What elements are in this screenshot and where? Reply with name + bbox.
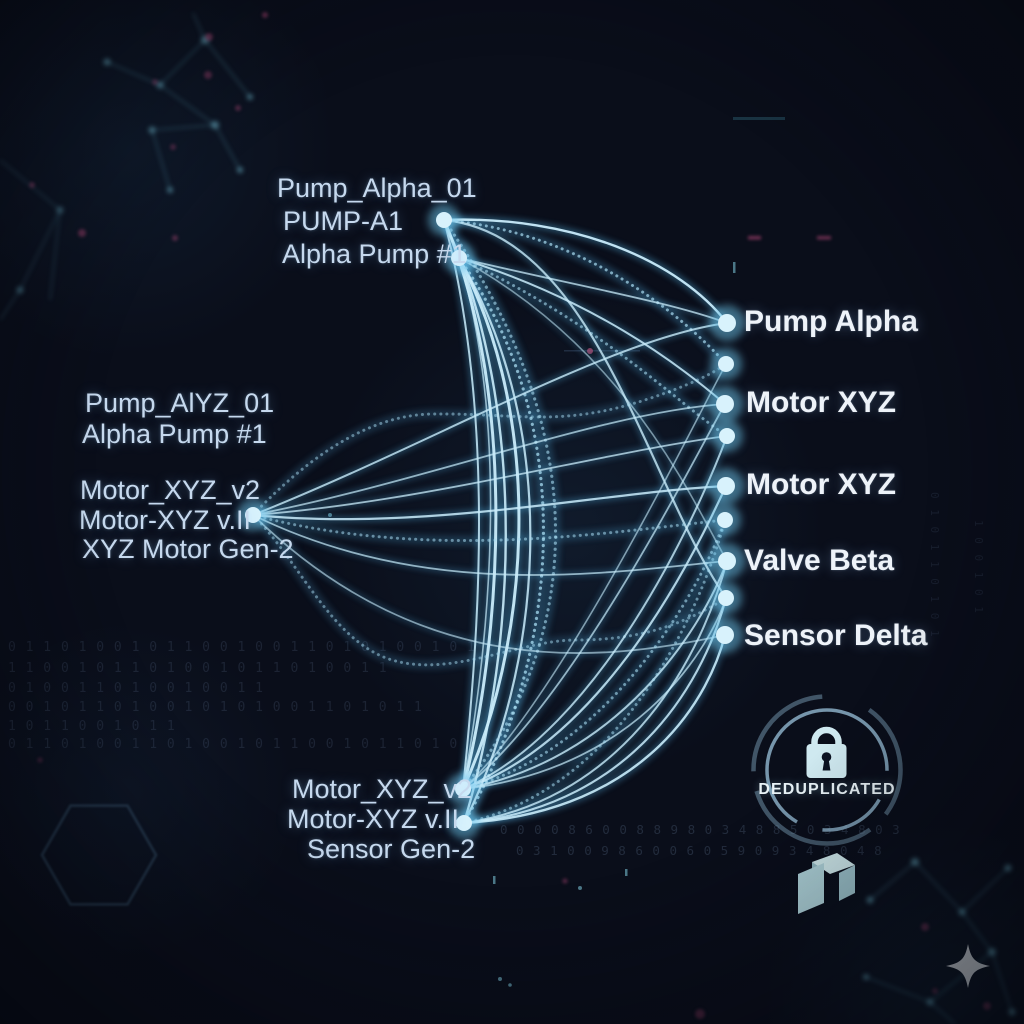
graph-node-R2 [718,356,734,372]
lock-icon [806,726,847,778]
source-label: Motor_XYZ_v2 [80,475,261,505]
source-label: Alpha Pump #1 [282,239,467,269]
source-label: Motor-XYZ v.II [287,804,460,834]
graph-node-R1 [718,314,736,332]
canonical-label: Sensor Delta [744,619,928,652]
source-label: Alpha Pump #1 [82,419,267,449]
source-label: Sensor Gen-2 [307,834,476,864]
canonical-label: Pump Alpha [744,305,918,338]
constellation-bottom-right [862,857,1016,1024]
graph-node-R3 [716,395,734,413]
hexagon-outline [40,804,158,906]
constellation-top-left [103,12,254,194]
source-cluster-motor-mid: Motor_XYZ_v2 Motor-XYZ v.II XYZ Motor Ge… [79,475,294,565]
graph-node-R7 [718,552,736,570]
graph-node-R9 [716,626,734,644]
source-label: Pump_Alpha_01 [277,173,477,203]
graph-node-R6 [717,512,733,528]
source-label: Motor_XYZ_v2 [292,774,473,804]
graph-node-R4 [719,428,735,444]
canonical-label: Motor XYZ [746,468,896,501]
canonical-label: Motor XYZ [746,386,896,419]
graph-node-R5 [717,477,735,495]
dedup-badge [751,694,903,846]
source-label: Pump_AlYZ_01 [85,388,275,418]
graph-node-R8 [718,590,734,606]
source-cluster-motor-bottom: Motor_XYZ_v2 Motor-XYZ v.II Sensor Gen-2 [287,774,475,864]
canonical-label: Valve Beta [744,544,895,577]
source-label: Motor-XYZ v.II [79,504,252,535]
source-label: XYZ Motor Gen-2 [82,534,294,564]
badge-label: DEDUPLICATED [758,781,896,798]
source-cluster-pump-top: Pump_Alpha_01 PUMP-A1 Alpha Pump #1 [277,172,477,271]
source-cluster-pump-mid: Pump_AlYZ_01 Alpha Pump #1 [82,388,274,450]
source-label: PUMP-A1 [283,206,404,236]
sparkle-icon [946,944,990,988]
brand-logo [798,853,855,914]
